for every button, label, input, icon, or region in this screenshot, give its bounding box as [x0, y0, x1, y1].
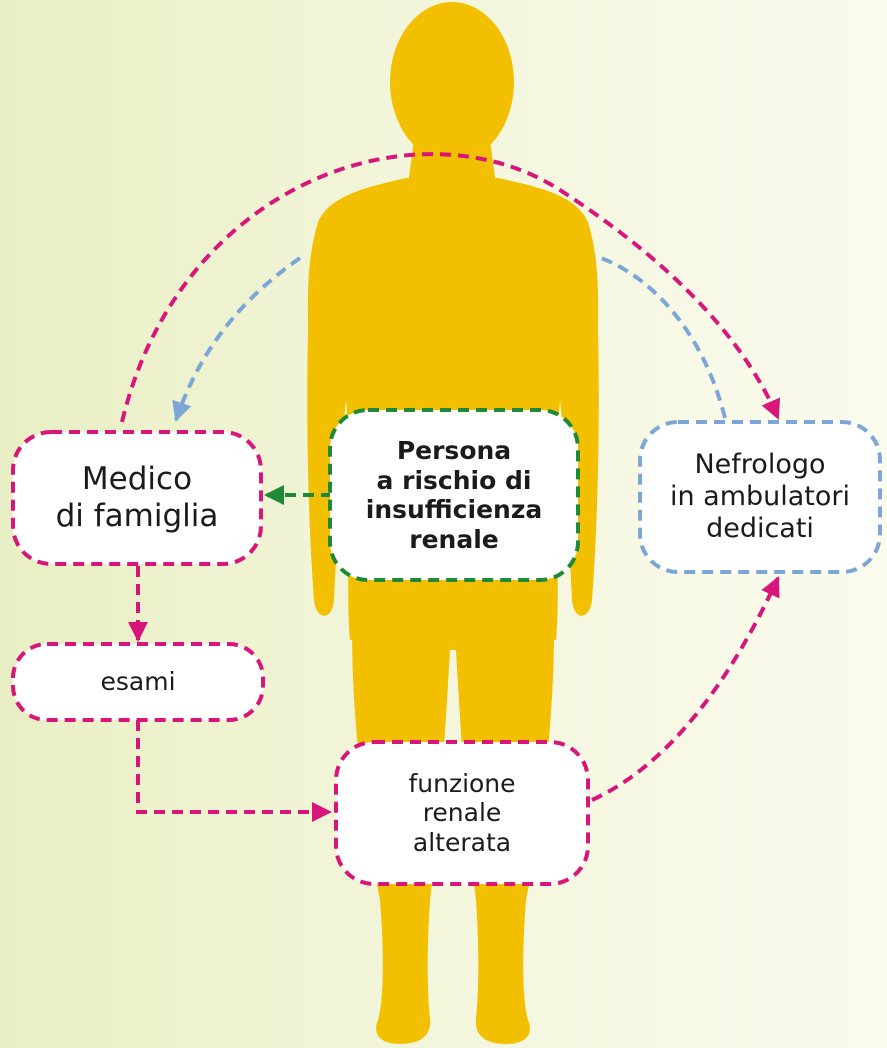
- node-persona-line4: renale: [366, 525, 543, 555]
- node-nefrologo: Nefrologo in ambulatori dedicati: [640, 422, 880, 572]
- node-esami: esami: [13, 644, 263, 720]
- node-nefrologo-line2: in ambulatori: [670, 481, 850, 513]
- node-nefrologo-line3: dedicati: [670, 513, 850, 545]
- node-medico-line1: Medico: [56, 461, 219, 498]
- node-funzione-line1: funzione: [408, 769, 515, 799]
- node-funzione-line2: renale: [408, 798, 515, 828]
- node-funzione-line3: alterata: [408, 828, 515, 858]
- node-persona: Persona a rischio di insufficienza renal…: [330, 410, 578, 580]
- node-esami-line1: esami: [100, 667, 175, 697]
- node-funzione: funzione renale alterata: [336, 742, 588, 884]
- node-nefrologo-line1: Nefrologo: [670, 449, 850, 481]
- node-medico-line2: di famiglia: [56, 498, 219, 535]
- node-medico: Medico di famiglia: [13, 432, 261, 564]
- arrow-funzione-to-nefrologo: [592, 578, 778, 800]
- node-persona-line2: a rischio di: [366, 466, 543, 496]
- arrow-esami-to-funzione: [138, 720, 330, 812]
- node-persona-line1: Persona: [366, 436, 543, 466]
- node-persona-line3: insufficienza: [366, 495, 543, 525]
